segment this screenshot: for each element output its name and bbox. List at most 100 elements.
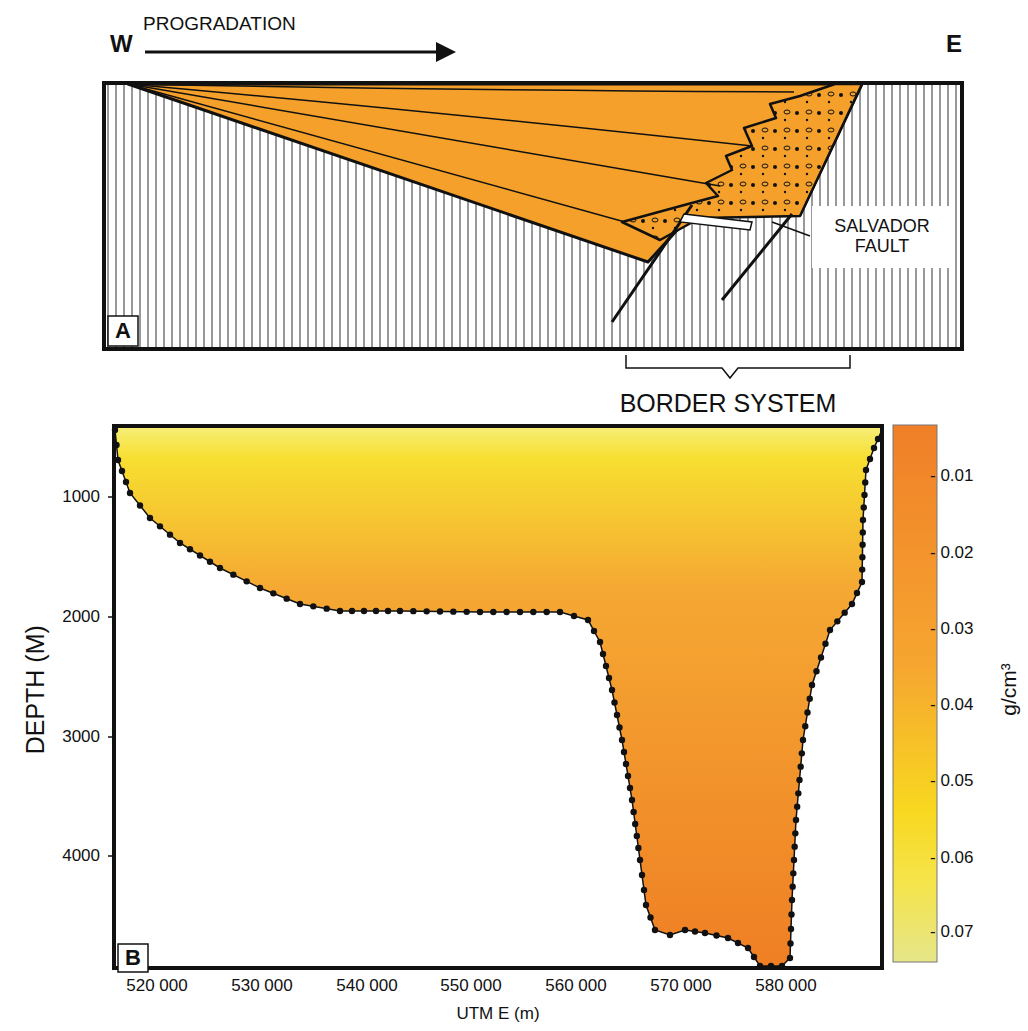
outline-dot (818, 654, 824, 660)
outline-dot (849, 601, 855, 607)
outline-dot (127, 490, 133, 496)
outline-dot (859, 566, 865, 572)
outline-dot (807, 696, 813, 702)
outline-dot (623, 761, 629, 767)
axis-title: DEPTH (M) (22, 625, 50, 754)
outline-dot (792, 830, 798, 836)
outline-dot (177, 540, 183, 546)
outline-dot (794, 803, 800, 809)
axis-tick: 4000 (62, 847, 100, 866)
outline-dot (543, 609, 549, 615)
outline-dot (597, 639, 603, 645)
axis-tick: 2000 (62, 608, 100, 627)
outline-dot (410, 608, 416, 614)
outline-dot (652, 927, 658, 933)
axis-tick: 530 000 (231, 977, 292, 996)
outline-dot (788, 926, 794, 932)
outline-dot (639, 872, 645, 878)
outline-dot (591, 628, 597, 634)
outline-dot (860, 517, 866, 523)
axis-tick: 550 000 (440, 977, 501, 996)
colorbar-tick: - 0.06 (930, 849, 973, 868)
colorbar-tick: - 0.01 (930, 467, 973, 486)
direction-letter: W (110, 31, 133, 57)
outline-dot (197, 552, 203, 558)
outline-dot (632, 821, 638, 827)
outline-dot (635, 845, 641, 851)
outline-dot (634, 833, 640, 839)
outline-dot (530, 609, 536, 615)
outline-dot (692, 928, 698, 934)
outline-dot (859, 579, 865, 585)
outline-dot (609, 687, 615, 693)
outline-dot (257, 585, 263, 591)
axis-tick: 1000 (62, 488, 100, 507)
outline-dot (373, 608, 379, 614)
outline-dot (621, 749, 627, 755)
outline-dot (789, 883, 795, 889)
outline-dot (619, 737, 625, 743)
outline-dot (217, 565, 223, 571)
axis-title: UTM E (m) (456, 1005, 539, 1024)
outline-dot (834, 618, 840, 624)
outline-dot (137, 502, 143, 508)
outline-dot (603, 663, 609, 669)
outline-dot (867, 456, 873, 462)
outline-dot (787, 940, 793, 946)
outline-dot (397, 608, 403, 614)
outline-dot (637, 857, 643, 863)
outline-dot (641, 887, 647, 893)
outline-dot (702, 930, 708, 936)
outline-dot (630, 809, 636, 815)
outline-dot (349, 608, 355, 614)
axis-tick: 540 000 (336, 977, 397, 996)
outline-dot (791, 843, 797, 849)
outline-dot (490, 609, 496, 615)
direction-letter: E (946, 31, 962, 57)
outline-dot (841, 609, 847, 615)
outline-dot (385, 608, 391, 614)
fault-label: SALVADOR FAULT (817, 217, 947, 257)
outline-dot (682, 927, 688, 933)
outline-dot (517, 609, 523, 615)
outline-dot (450, 608, 456, 614)
colorbar-tick: - 0.05 (930, 772, 973, 791)
outline-dot (809, 682, 815, 688)
outline-dot (861, 504, 867, 510)
outline-dot (789, 897, 795, 903)
colorbar-unit: g/cm³ (996, 664, 1019, 717)
colorbar-tick: - 0.04 (930, 696, 973, 715)
outline-dot (585, 617, 591, 623)
outline-dot (423, 608, 429, 614)
axis-tick: 570 000 (650, 977, 711, 996)
outline-dot (863, 467, 869, 473)
outline-dot (859, 554, 865, 560)
colorbar-tick: - 0.07 (930, 923, 973, 942)
outline-dot (629, 797, 635, 803)
outline-dot (860, 529, 866, 535)
outline-dot (735, 940, 741, 946)
outline-dot (799, 750, 805, 756)
outline-dot (862, 479, 868, 485)
outline-dot (787, 955, 793, 961)
outline-dot (797, 763, 803, 769)
outline-dot (557, 609, 563, 615)
outline-dot (606, 675, 612, 681)
outline-dot (310, 603, 316, 609)
outline-dot (477, 609, 483, 615)
outline-dot (647, 914, 653, 920)
outline-dot (503, 609, 509, 615)
outline-dot (861, 492, 867, 498)
outline-dot (437, 608, 443, 614)
outline-dot (854, 590, 860, 596)
outline-dot (361, 608, 367, 614)
outline-dot (611, 699, 617, 705)
outline-dot (859, 542, 865, 548)
outline-dot (167, 531, 173, 537)
outline-dot (713, 932, 719, 938)
outline-dot (207, 559, 213, 565)
panel-letter: B (125, 946, 141, 970)
axis-tick: 520 000 (126, 977, 187, 996)
outline-dot (643, 902, 649, 908)
